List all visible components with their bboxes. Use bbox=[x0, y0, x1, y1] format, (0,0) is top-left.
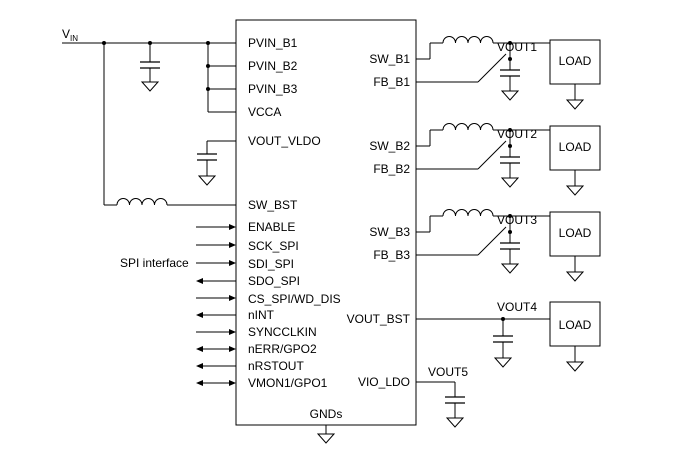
boost-inductor bbox=[116, 198, 168, 206]
left-pin-labels: PVIN_B1 PVIN_B2 PVIN_B3 VCCA VOUT_VLDO S… bbox=[248, 36, 341, 390]
pin-fb-b3: FB_B3 bbox=[373, 248, 410, 262]
pin-sw-bst: SW_BST bbox=[248, 198, 298, 212]
ground-symbol bbox=[317, 433, 335, 444]
pin-nint: nINT bbox=[248, 308, 275, 322]
pin-pvin-b1: PVIN_B1 bbox=[248, 36, 298, 50]
vout1-label: VOUT1 bbox=[497, 40, 537, 54]
pin-sw-b3: SW_B3 bbox=[369, 225, 410, 239]
pin-gnds: GNDs bbox=[310, 407, 343, 421]
pin-fb-b2: FB_B2 bbox=[373, 162, 410, 176]
pin-sdo-spi: SDO_SPI bbox=[248, 274, 300, 288]
vout2-label: VOUT2 bbox=[497, 127, 537, 141]
pin-nerr-gpo2: nERR/GPO2 bbox=[248, 342, 317, 356]
pin-cs-spi: CS_SPI/WD_DIS bbox=[248, 292, 341, 306]
buck-channel-3: VOUT3 LOAD bbox=[416, 209, 601, 282]
pin-syncclkin: SYNCCLKIN bbox=[248, 325, 317, 339]
pin-vio-ldo: VIO_LDO bbox=[358, 375, 410, 389]
vout5-label: VOUT5 bbox=[428, 365, 468, 379]
pin-nrstout: nRSTOUT bbox=[248, 359, 304, 373]
vout4-label: VOUT4 bbox=[497, 300, 537, 314]
pin-vcca: VCCA bbox=[248, 105, 281, 119]
buck-channel-2: VOUT2 LOAD bbox=[416, 123, 601, 196]
pin-sdi-spi: SDI_SPI bbox=[248, 257, 294, 271]
signal-arrows bbox=[196, 224, 236, 386]
pin-vout-vldo: VOUT_VLDO bbox=[248, 134, 321, 148]
load-label-4: LOAD bbox=[559, 318, 592, 332]
pin-pvin-b2: PVIN_B2 bbox=[248, 59, 298, 73]
spi-interface-label: SPI interface bbox=[120, 256, 189, 270]
pin-vmon1-gpo1: VMON1/GPO1 bbox=[248, 376, 328, 390]
pin-fb-b1: FB_B1 bbox=[373, 75, 410, 89]
pin-vout-bst: VOUT_BST bbox=[347, 312, 411, 326]
load-label-1: LOAD bbox=[559, 54, 592, 68]
vout3-label: VOUT3 bbox=[497, 213, 537, 227]
load-label-3: LOAD bbox=[559, 226, 592, 240]
load-label-2: LOAD bbox=[559, 140, 592, 154]
pin-enable: ENABLE bbox=[248, 220, 295, 234]
vio-ldo-output: VOUT5 bbox=[416, 365, 468, 428]
pin-pvin-b3: PVIN_B3 bbox=[248, 82, 298, 96]
boost-output: VOUT4 LOAD bbox=[416, 300, 601, 372]
buck-channel-1: VOUT1 LOAD bbox=[416, 36, 601, 110]
pin-sck-spi: SCK_SPI bbox=[248, 239, 299, 253]
vin-label: VIN bbox=[62, 27, 78, 43]
pin-sw-b2: SW_B2 bbox=[369, 139, 410, 153]
right-pin-labels: SW_B1 FB_B1 SW_B2 FB_B2 SW_B3 FB_B3 VOUT… bbox=[347, 52, 411, 389]
pin-sw-b1: SW_B1 bbox=[369, 52, 410, 66]
